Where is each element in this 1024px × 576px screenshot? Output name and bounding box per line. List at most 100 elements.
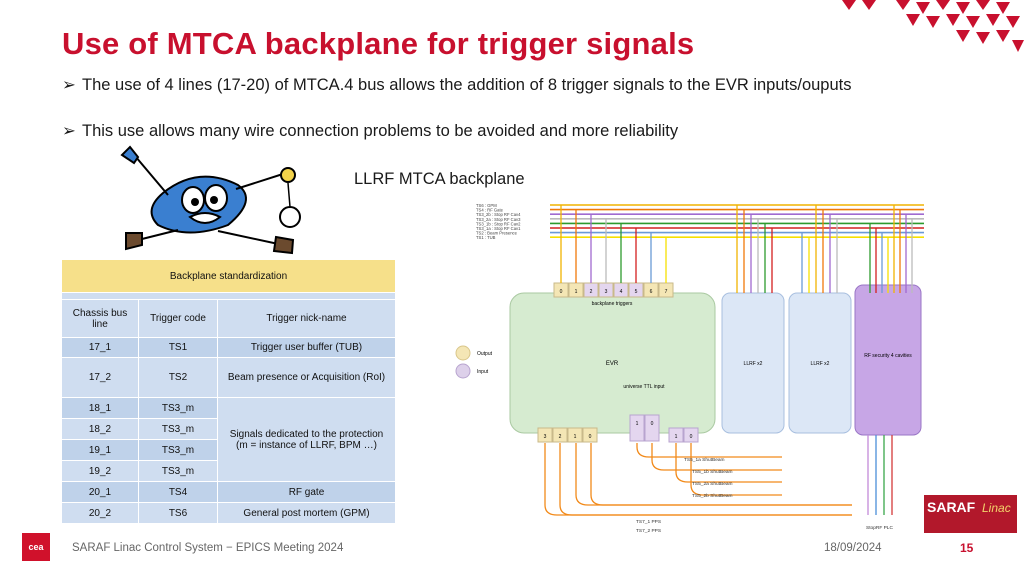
table-cell-merged: Signals dedicated to the protection (m =…	[217, 397, 396, 482]
slide-title: Use of MTCA backplane for trigger signal…	[62, 26, 695, 61]
llrf-box-1	[721, 292, 785, 434]
legend-line: TS1 : TUB	[476, 235, 496, 240]
orange-connection	[590, 443, 852, 506]
bullet-1: ➢The use of 4 lines (17-20) of MTCA.4 bu…	[62, 75, 852, 95]
top-port-label: 7	[665, 289, 668, 295]
stoprf-plc-label: StopRF PLC	[866, 525, 893, 531]
connection-lines	[544, 205, 913, 516]
shutbeam-label: TS5_2b ShutBeam	[692, 493, 733, 499]
table-cell: 17_1	[61, 337, 139, 358]
table-cell: 20_1	[61, 481, 139, 503]
orange-connection	[675, 443, 782, 483]
bullet-arrow-icon: ➢	[62, 76, 76, 94]
top-port-label: 5	[635, 289, 638, 295]
llrf1-label: LLRF x2	[744, 361, 763, 367]
top-port-label: 0	[560, 289, 563, 295]
table-cell: TS4	[138, 481, 218, 503]
orange-connection	[575, 443, 852, 506]
column-header: Chassis bus line	[61, 299, 139, 338]
pps-label: TS7_2 PPS	[636, 528, 661, 534]
table-cell: TS2	[138, 357, 218, 398]
table-cell: TS3_m	[138, 397, 218, 419]
top-port-label: 1	[575, 289, 578, 295]
bottom-port-label: 3	[544, 434, 547, 440]
table-row: 18_1 TS3_m Signals dedicated to the prot…	[61, 397, 396, 482]
universe-port-label: 0	[651, 421, 654, 427]
bottom-port-label: 1	[574, 434, 577, 440]
legend-line: TS3_1a : Stop RF Cav1	[476, 226, 521, 231]
output-legend-icon	[455, 345, 471, 361]
bottom-port	[552, 427, 568, 443]
table-row: 19_2 TS3_m	[61, 460, 396, 482]
legend-line: TS4 : RF Gate	[476, 208, 504, 213]
bullet-2: ➢ This use allows many wire connection pr…	[62, 121, 678, 141]
column-header: Trigger code	[138, 299, 218, 338]
evr-label: EVR	[606, 361, 619, 367]
saraf-logo-sub: Linac	[982, 501, 1011, 515]
orange-connection	[690, 443, 782, 496]
column-header: Trigger nick-name	[217, 299, 396, 338]
table-cell: TS6	[138, 502, 218, 524]
top-port-label: 4	[620, 289, 623, 295]
legend-line: TS3_2a : Stop RF Cav3	[476, 217, 521, 222]
table-cell: 18_1	[61, 397, 139, 419]
bottom-port-label: 2	[559, 434, 562, 440]
orange-connection	[559, 443, 852, 516]
page-number: 15	[960, 541, 974, 555]
table-row: 17_1 TS1 Trigger user buffer (TUB)	[61, 337, 396, 358]
llrf2-label: LLRF x2	[811, 361, 830, 367]
table-row: 19_1 TS3_m	[61, 439, 396, 461]
bottom-port	[683, 427, 699, 443]
bottom-port	[582, 427, 598, 443]
universe-label: universe TTL input	[623, 384, 665, 390]
saraf-linac-logo: SARAF Linac	[924, 495, 1017, 533]
bottom-port	[537, 427, 553, 443]
legend-line: TS3_2b : Stop RF Cav4	[476, 212, 521, 217]
table-cell: TS3_m	[138, 460, 218, 482]
table-cell: General post mortem (GPM)	[217, 502, 396, 524]
top-port-label: 3	[605, 289, 608, 295]
backplane-standardization-table: Backplane standardization Chassis bus li…	[61, 259, 396, 524]
bottom-port-label: 1	[675, 434, 678, 440]
output-legend-label: Output	[477, 351, 493, 357]
table-cell: 20_2	[61, 502, 139, 524]
top-port-label: 6	[650, 289, 653, 295]
table-cell: 19_2	[61, 460, 139, 482]
footer-date: 18/09/2024	[824, 542, 882, 554]
legend-line: TS3_1b : Stop RF Cav2	[476, 221, 521, 226]
diagram-title: LLRF MTCA backplane	[354, 170, 525, 188]
table-cell: RF gate	[217, 481, 396, 503]
rf-security-box	[854, 284, 922, 436]
table-cell: 18_2	[61, 418, 139, 440]
table-row: 20_1 TS4 RF gate	[61, 481, 396, 503]
table-cell: TS1	[138, 337, 218, 358]
shutbeam-label: TS5_1a ShutBeam	[684, 457, 725, 463]
orange-connection	[544, 443, 852, 516]
cea-logo: cea	[22, 533, 50, 561]
footer-text: SARAF Linac Control System − EPICS Meeti…	[72, 542, 344, 554]
running-cartoon-illustration	[120, 145, 301, 255]
table-cell: Trigger user buffer (TUB)	[217, 337, 396, 358]
shutbeam-label: TS5_1b ShutBeam	[692, 469, 733, 475]
table-cell: 17_2	[61, 357, 139, 398]
table-cell: TS3_m	[138, 418, 218, 440]
table-row: 20_2 TS6 General post mortem (GPM)	[61, 502, 396, 524]
table-spacer	[61, 292, 396, 300]
backplane-triggers-label: backplane triggers	[592, 301, 633, 307]
table-row: 17_2 TS2 Beam presence or Acquisition (R…	[61, 357, 396, 398]
bullet-arrow-icon: ➢	[62, 122, 76, 140]
bottom-port	[567, 427, 583, 443]
bottom-port	[668, 427, 684, 443]
universe-port	[644, 414, 660, 442]
legend-line: TS2 : Beam Presence	[476, 231, 518, 236]
table-cell: Beam presence or Acquisition (RoI)	[217, 357, 396, 398]
universe-port-label: 1	[636, 421, 639, 427]
orange-connection	[651, 443, 782, 471]
rf-security-label: RF security 4 cavities	[864, 353, 912, 359]
universe-port	[629, 414, 645, 442]
bullet-2-text: This use allows many wire connection pro…	[82, 122, 679, 140]
table-cell: 19_1	[61, 439, 139, 461]
